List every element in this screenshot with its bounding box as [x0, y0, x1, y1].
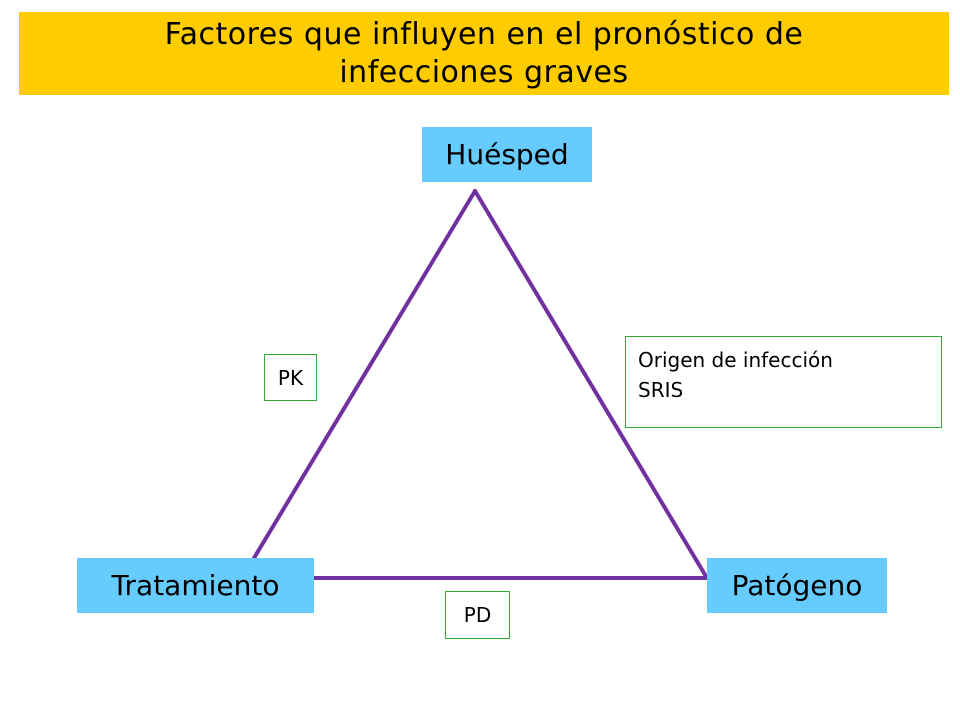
- title-bar: Factores que influyen en el pronóstico d…: [19, 12, 949, 95]
- node-huesped: Huésped: [422, 127, 592, 182]
- page-title: Factores que influyen en el pronóstico d…: [164, 16, 804, 90]
- edge-label-pd: PD: [445, 591, 510, 639]
- edge-label-origen: Origen de infección SRIS: [625, 336, 942, 428]
- edge-label-origen-line2: SRIS: [638, 378, 684, 402]
- edge-label-pk: PK: [264, 354, 317, 401]
- edge-huesped-patogeno: [473, 189, 709, 580]
- node-patogeno: Patógeno: [707, 558, 887, 613]
- edge-label-origen-line1: Origen de infección: [638, 348, 833, 372]
- edge-huesped-tratamiento: [252, 189, 477, 560]
- node-tratamiento: Tratamiento: [77, 558, 314, 613]
